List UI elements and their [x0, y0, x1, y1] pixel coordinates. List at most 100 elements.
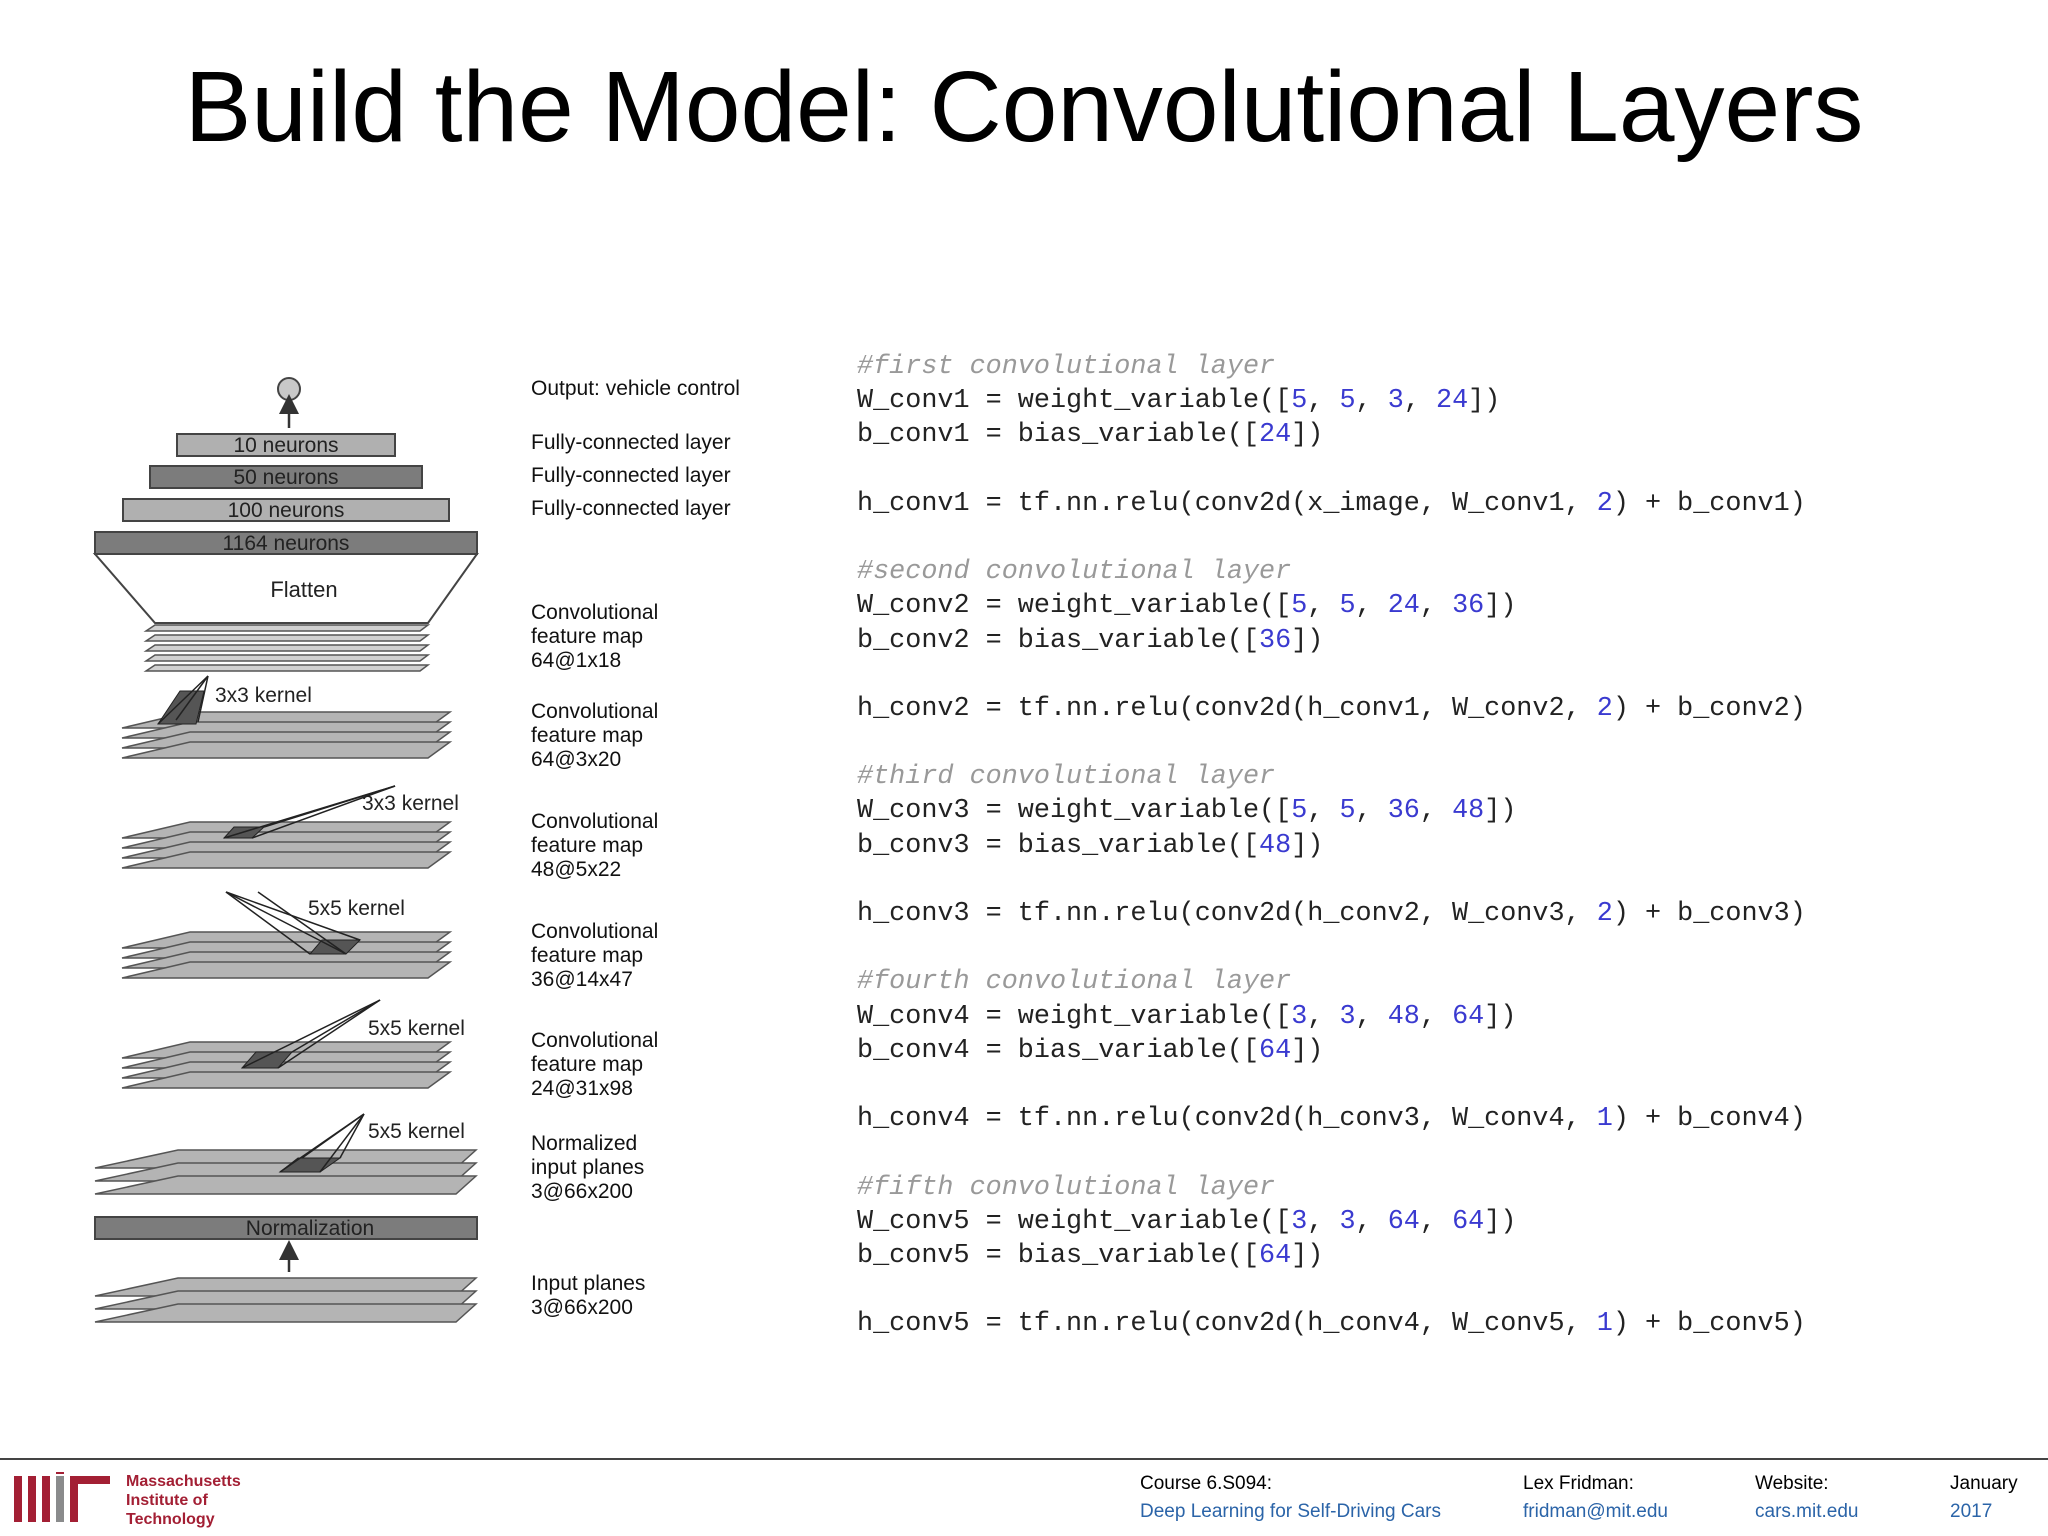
code-text: W_conv3 = weight_variable([ [857, 796, 1292, 827]
code-comment: #fifth convolutional layer [857, 1172, 1276, 1203]
code-number: 2 [1596, 488, 1613, 519]
kernel-5x5-mid: 5x5 kernel [240, 999, 465, 1069]
code-number: 48 [1387, 1001, 1420, 1032]
kernel-3x3-top: 3x3 kernel [157, 675, 312, 725]
code-text: , [1419, 796, 1453, 827]
code-line [857, 863, 1806, 897]
mit-logo-icon [14, 1472, 110, 1522]
code-line: W_conv1 = weight_variable([5, 5, 3, 24]) [857, 384, 1806, 418]
code-line: W_conv4 = weight_variable([3, 3, 48, 64]… [857, 1000, 1806, 1034]
code-line [857, 1068, 1806, 1102]
code-number: 64 [1452, 1206, 1485, 1237]
footer-website: Website: cars.mit.edu [1755, 1470, 1858, 1526]
code-text: b_conv4 = bias_variable([ [857, 1035, 1260, 1066]
code-number: 1 [1596, 1309, 1613, 1340]
code-text: , [1307, 1001, 1340, 1032]
code-line: h_conv2 = tf.nn.relu(conv2d(h_conv1, W_c… [857, 692, 1806, 726]
code-number: 3 [1339, 1001, 1356, 1032]
annotation-normalized-input: Normalized input planes 3@66x200 [531, 1132, 650, 1203]
annotation-fc: Fully-connected layer [531, 497, 731, 520]
mit-institution-name: Massachusetts Institute of Technology [126, 1472, 241, 1529]
code-number: 64 [1259, 1240, 1292, 1271]
annotation-input-planes: Input planes 3@66x200 [531, 1272, 651, 1319]
code-text: , [1355, 591, 1388, 622]
course-label: Course 6.S094: [1140, 1473, 1273, 1494]
date-year: 2017 [1950, 1501, 1993, 1522]
fc-block-label: 10 neurons [233, 434, 338, 457]
code-number: 2 [1596, 693, 1613, 724]
code-text: h_conv1 = tf.nn.relu(conv2d(x_image, W_c… [857, 488, 1597, 519]
code-number: 5 [1291, 386, 1308, 417]
code-line: h_conv1 = tf.nn.relu(conv2d(x_image, W_c… [857, 487, 1806, 521]
code-number: 64 [1259, 1035, 1292, 1066]
fc-block-50: 50 neurons [149, 465, 423, 489]
code-number: 48 [1452, 796, 1485, 827]
kernel-label: 3x3 kernel [215, 684, 312, 707]
author-email-link[interactable]: fridman@mit.edu [1523, 1501, 1668, 1522]
kernel-3x3-mid: 3x3 kernel [222, 785, 459, 839]
footer-author: Lex Fridman: fridman@mit.edu [1523, 1470, 1668, 1526]
code-number: 24 [1435, 386, 1469, 417]
code-number: 36 [1387, 796, 1420, 827]
code-text: , [1403, 386, 1436, 417]
code-line: #third convolutional layer [857, 760, 1806, 794]
annotation-output: Output: vehicle control [531, 377, 740, 400]
code-text: , [1355, 796, 1388, 827]
code-text: , [1307, 796, 1340, 827]
annotation-fc: Fully-connected layer [531, 431, 731, 454]
code-number: 2 [1596, 899, 1613, 929]
code-number: 3 [1291, 1206, 1308, 1237]
code-text: h_conv4 = tf.nn.relu(conv2d(h_conv3, W_c… [857, 1104, 1597, 1135]
code-comment: #fourth convolutional layer [857, 967, 1292, 998]
code-text: ) + b_conv1) [1612, 488, 1806, 519]
fc-block-label: 100 neurons [228, 499, 345, 522]
code-text: b_conv3 = bias_variable([ [857, 830, 1260, 861]
code-text: ]) [1484, 1206, 1517, 1237]
code-line: #fifth convolutional layer [857, 1171, 1806, 1205]
feature-map-stack-24x31x98 [121, 1041, 453, 1089]
code-text: ) + b_conv5) [1612, 1309, 1806, 1340]
code-line: b_conv5 = bias_variable([64]) [857, 1239, 1806, 1273]
code-comment: #first convolutional layer [857, 352, 1276, 382]
code-number: 3 [1291, 1001, 1308, 1032]
footer-divider [0, 1458, 2048, 1460]
code-text: ]) [1468, 386, 1501, 417]
code-text: ]) [1484, 1001, 1517, 1032]
code-text: , [1419, 1206, 1453, 1237]
code-text: , [1355, 386, 1388, 417]
code-text: W_conv2 = weight_variable([ [857, 591, 1292, 622]
normalization-label: Normalization [246, 1217, 374, 1240]
code-number: 5 [1339, 796, 1356, 827]
code-line: #first convolutional layer [857, 350, 1806, 384]
code-text: ]) [1291, 1035, 1324, 1066]
fc-block-1164: 1164 neurons [94, 531, 478, 555]
slide-title: Build the Model: Convolutional Layers [184, 51, 1864, 163]
course-name-link[interactable]: Deep Learning for Self-Driving Cars [1140, 1501, 1441, 1522]
code-number: 3 [1339, 1206, 1356, 1237]
code-line: b_conv4 = bias_variable([64]) [857, 1034, 1806, 1068]
code-text: b_conv2 = bias_variable([ [857, 625, 1260, 656]
website-link[interactable]: cars.mit.edu [1755, 1501, 1859, 1522]
code-line: h_conv4 = tf.nn.relu(conv2d(h_conv3, W_c… [857, 1102, 1806, 1136]
website-label: Website: [1755, 1473, 1829, 1494]
code-line: h_conv5 = tf.nn.relu(conv2d(h_conv4, W_c… [857, 1307, 1806, 1341]
code-text: h_conv5 = tf.nn.relu(conv2d(h_conv4, W_c… [857, 1309, 1597, 1340]
institution-line: Technology [126, 1511, 215, 1528]
feature-map-stack-64x3x20 [121, 711, 453, 759]
code-line: b_conv3 = bias_variable([48]) [857, 829, 1806, 863]
code-number: 5 [1339, 591, 1356, 622]
feature-map-stack-48x5x22 [121, 821, 453, 869]
code-text: W_conv5 = weight_variable([ [857, 1206, 1292, 1237]
code-text: W_conv4 = weight_variable([ [857, 1001, 1292, 1032]
code-text: , [1307, 591, 1340, 622]
code-line: b_conv2 = bias_variable([36]) [857, 624, 1806, 658]
code-text: ) + b_conv2) [1612, 693, 1806, 724]
annotation-conv-36x14x47: Convolutional feature map 36@14x47 [531, 920, 664, 991]
code-text: , [1307, 386, 1340, 417]
footer-course: Course 6.S094: Deep Learning for Self-Dr… [1140, 1470, 1441, 1526]
kernel-label: 3x3 kernel [362, 792, 459, 815]
input-planes [94, 1277, 478, 1323]
code-text: ) + b_conv4) [1612, 1104, 1806, 1135]
code-line: #fourth convolutional layer [857, 965, 1806, 999]
